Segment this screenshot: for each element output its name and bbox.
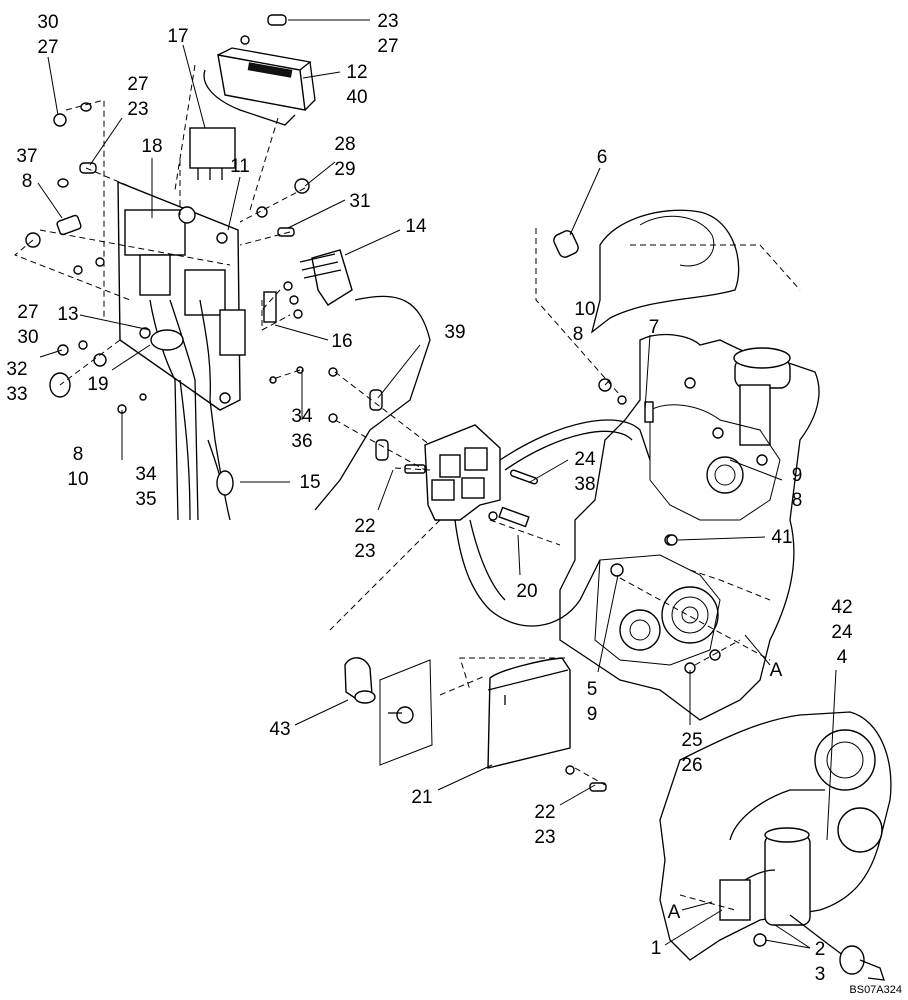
callout: 17 bbox=[167, 26, 188, 47]
callout: 19 bbox=[87, 374, 108, 395]
alignment-lines bbox=[14, 64, 771, 911]
callout: 39 bbox=[444, 322, 465, 343]
callout: 13 bbox=[57, 304, 78, 325]
callout: 8 bbox=[573, 324, 584, 345]
callout: 43 bbox=[269, 719, 290, 740]
relay-panel-assembly bbox=[117, 180, 246, 521]
leader-lines bbox=[37, 19, 837, 949]
connector-part bbox=[263, 281, 303, 323]
figure-code: BS07A324 bbox=[849, 984, 902, 996]
callout: 16 bbox=[331, 331, 352, 352]
callout: A bbox=[668, 902, 681, 923]
engine-block-drawing bbox=[559, 209, 820, 721]
callout: 20 bbox=[516, 581, 537, 602]
callout: 41 bbox=[771, 527, 792, 548]
callout: 14 bbox=[405, 216, 427, 237]
callout: 1 bbox=[651, 938, 662, 959]
hardware-fasteners bbox=[25, 14, 678, 792]
callout: 15 bbox=[299, 472, 320, 493]
fuse-block-part bbox=[299, 249, 353, 306]
mid-relay-panel bbox=[328, 367, 651, 627]
cover-box-part bbox=[487, 657, 571, 769]
inset-engine-drawing bbox=[659, 711, 892, 981]
callout: 10 bbox=[574, 299, 595, 320]
callout: 11 bbox=[230, 156, 250, 177]
callout: 6 bbox=[597, 147, 608, 168]
relay-part bbox=[189, 127, 236, 180]
callout: 31 bbox=[349, 191, 370, 212]
cable-outline bbox=[314, 295, 431, 511]
callout: A bbox=[770, 660, 783, 681]
control-module-part bbox=[203, 47, 316, 126]
key-switch-part bbox=[344, 657, 433, 766]
callout: 7 bbox=[649, 317, 660, 338]
callout: 21 bbox=[411, 787, 432, 808]
callout: 18 bbox=[141, 136, 162, 157]
